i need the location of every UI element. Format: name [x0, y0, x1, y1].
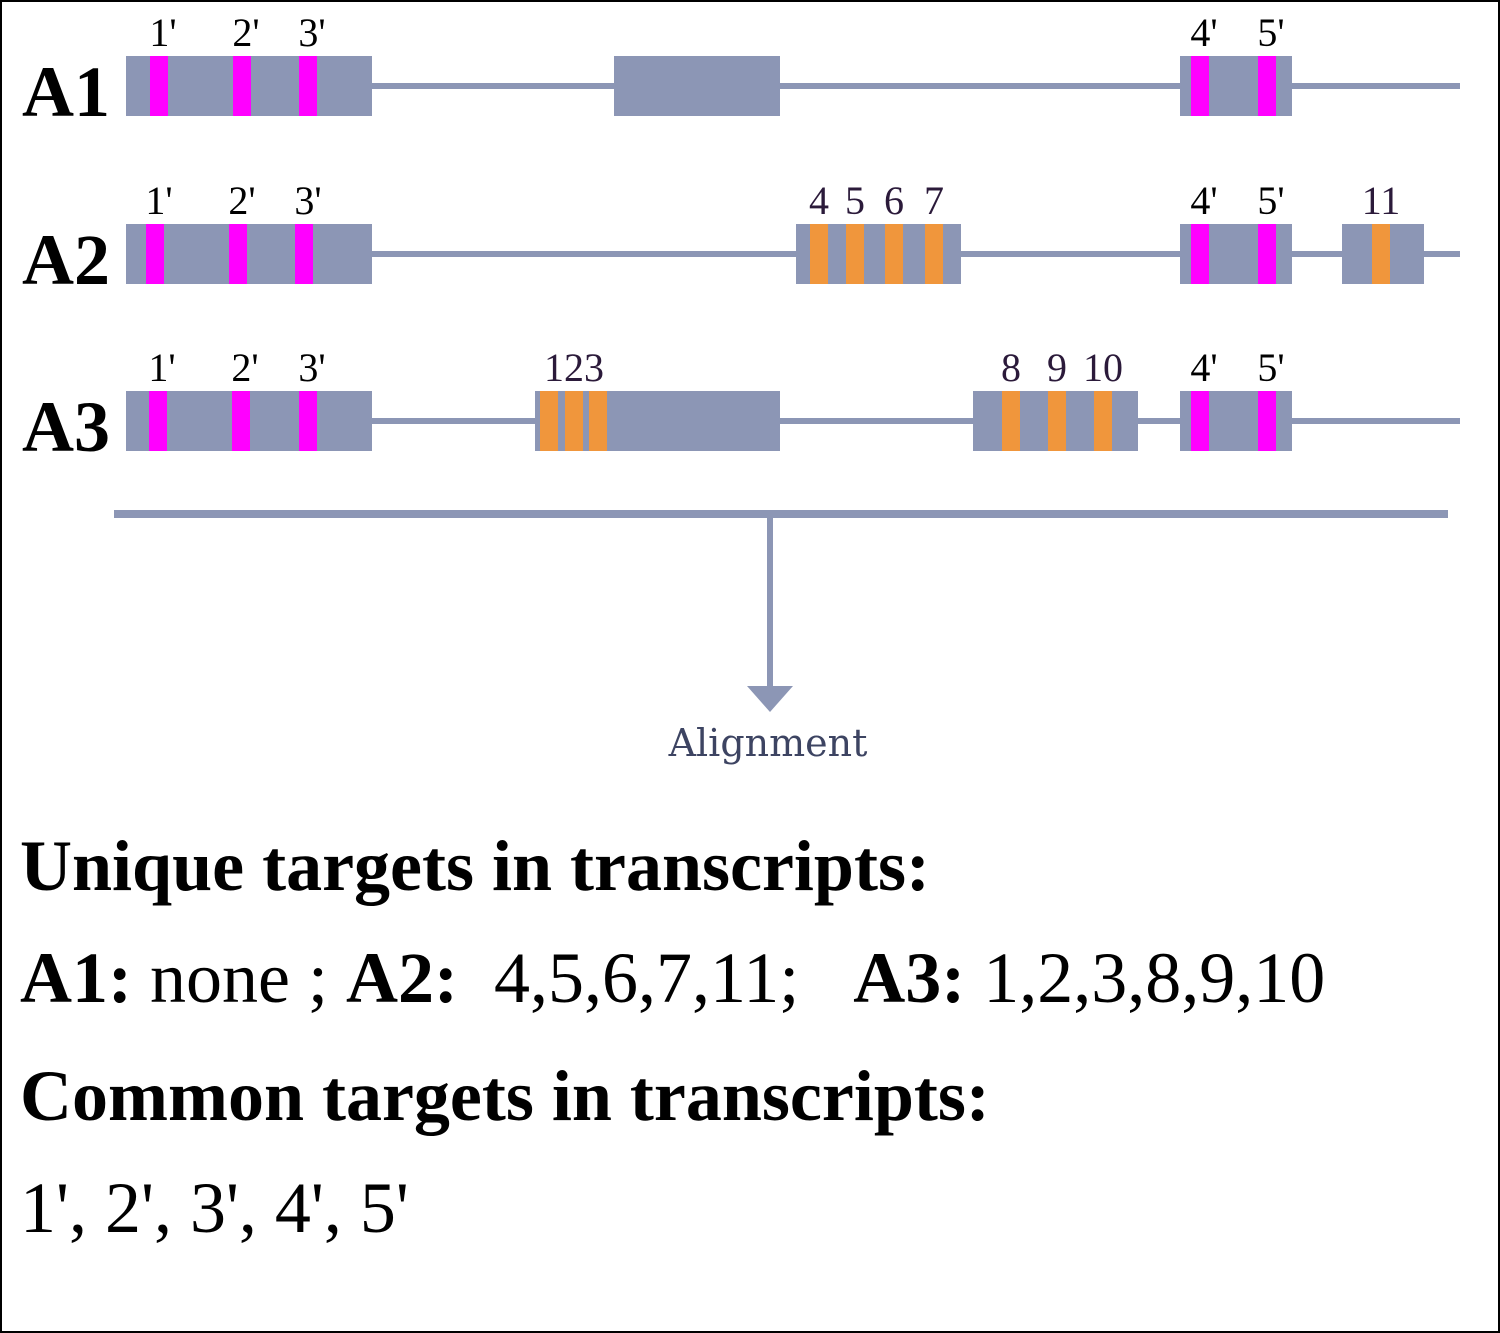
target-label: 3' — [298, 10, 325, 55]
unique-target-bar-1 — [540, 391, 558, 451]
transcript-name-a2: A2 — [22, 220, 110, 300]
target-label: 3' — [294, 178, 321, 223]
unique-target-bar — [925, 224, 943, 284]
alignment-label: Alignment — [668, 721, 868, 765]
target-label: 1' — [145, 178, 172, 223]
target-label: 4 — [809, 178, 829, 223]
unique-a1-name: A1: — [20, 938, 132, 1018]
common-target-bar — [233, 56, 251, 116]
target-label: 4' — [1190, 345, 1217, 390]
unique-targets-heading: Unique targets in transcripts: — [20, 826, 930, 906]
target-label: 5' — [1257, 10, 1284, 55]
target-label: 1' — [148, 345, 175, 390]
target-label: 11 — [1362, 178, 1401, 223]
common-targets-heading: Common targets in transcripts: — [20, 1056, 990, 1136]
alignment-arrow-head — [747, 686, 793, 712]
target-label-123: 123 — [544, 345, 604, 390]
unique-a1-targets: none ; — [131, 938, 328, 1018]
common-target-bar — [1258, 391, 1276, 451]
common-target-bar — [1258, 224, 1276, 284]
transcript-name-a3: A3 — [22, 387, 110, 467]
target-label: 10 — [1083, 345, 1123, 390]
target-label: 1' — [149, 10, 176, 55]
unique-targets-line: A1: none ; A2: 4,5,6,7,11; A3: 1,2,3,8,9… — [20, 942, 1325, 1014]
exon-a1-2 — [614, 56, 780, 116]
target-label: 4' — [1190, 10, 1217, 55]
unique-target-bar — [1094, 391, 1112, 451]
target-label: 6 — [884, 178, 904, 223]
target-label: 7 — [924, 178, 944, 223]
unique-target-bar — [1048, 391, 1066, 451]
unique-a3-name: A3: — [853, 938, 966, 1018]
target-label: 3' — [298, 345, 325, 390]
target-label: 8 — [1001, 345, 1021, 390]
target-label: 5' — [1257, 345, 1284, 390]
common-target-bar — [1191, 56, 1209, 116]
unique-a3-targets: 1,2,3,8,9,10 — [965, 938, 1326, 1018]
common-target-bar — [299, 56, 317, 116]
common-targets-line: 1', 2', 3', 4', 5' — [20, 1168, 409, 1248]
target-label: 9 — [1047, 345, 1067, 390]
target-label: 5' — [1257, 178, 1284, 223]
common-target-bar — [146, 224, 164, 284]
transcript-name-a1: A1 — [22, 52, 110, 132]
common-target-bar — [232, 391, 250, 451]
common-target-bar — [149, 391, 167, 451]
common-target-bar — [150, 56, 168, 116]
target-label: 2' — [232, 10, 259, 55]
unique-a2-targets: 4,5,6,7,11; — [457, 938, 854, 1018]
target-label: 5 — [845, 178, 865, 223]
unique-target-bar — [885, 224, 903, 284]
target-label: 2' — [231, 345, 258, 390]
unique-target-bar — [810, 224, 828, 284]
common-target-bar — [1191, 224, 1209, 284]
unique-target-bar — [1002, 391, 1020, 451]
common-target-bar — [295, 224, 313, 284]
unique-target-bar — [846, 224, 864, 284]
common-target-bar — [1258, 56, 1276, 116]
common-target-bar — [1191, 391, 1209, 451]
unique-a2-name: A2: — [345, 938, 458, 1018]
target-label: 2' — [228, 178, 255, 223]
common-target-bar — [229, 224, 247, 284]
unique-target-bar-3 — [589, 391, 607, 451]
unique-target-bar-2 — [565, 391, 583, 451]
exon-a2-1 — [126, 224, 372, 284]
common-target-bar — [299, 391, 317, 451]
target-label: 4' — [1190, 178, 1217, 223]
unique-target-bar — [1372, 224, 1390, 284]
